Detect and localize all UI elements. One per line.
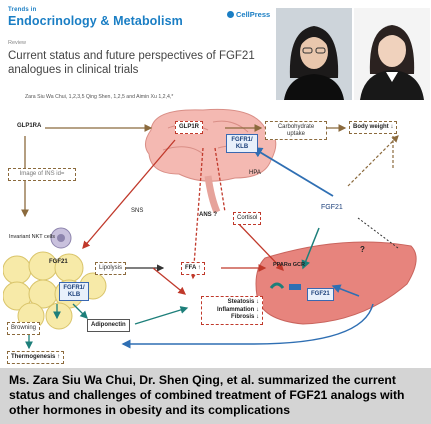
author-photo-2 [354,8,430,100]
journal-name: Endocrinology & Metabolism [8,14,183,28]
fgf21-circulating-label: FGF21 [321,204,343,211]
fgf21-adipose-label: FGF21 [49,259,68,265]
ans-label: ANS ? [199,212,217,218]
fibrosis-label: Fibrosis ↓ [230,314,259,320]
browning-box: Browning [7,322,41,335]
fgf21-liver-box: FGF21 [307,288,334,301]
steatosis-label: Steatosis ↓ [227,299,259,305]
question-mark-label: ? [360,245,365,254]
glp1r-box: GLP1R [175,121,204,134]
author-list: Zara Siu Wa Chui, 1,2,3,5 Qing Shen, 1,2… [25,94,174,100]
article-title: Current status and future perspectives o… [8,50,255,76]
inkt-cells-label: Invariant NKT cells [8,234,56,240]
outcomes-box: Steatosis ↓ Inflammation ↓ Fibrosis ↓ [201,296,263,325]
graphical-abstract: GLP1RA GLP1R Carbohydrate uptake Body we… [3,108,428,366]
ffa-box: FFA ↑ [181,262,205,275]
fgfr1-klb-adipose-box: FGFR1/ KLB [59,282,89,302]
image-placeholder-box: Image of INS id= [8,168,76,181]
lipolysis-box: Lipolysis [95,262,127,275]
journal-prefix: Trends in [8,7,37,13]
fgfr1-klb-brain-box: FGFR1/ KLB [226,134,258,154]
body-weight-box: Body weight ↓ [349,121,398,134]
figure-artwork [3,108,417,350]
author-photo-1 [276,8,352,100]
sns-label: SNS [131,208,144,214]
carbohydrate-uptake-box: Carbohydrate uptake [265,121,327,141]
caption-text: Ms. Zara Siu Wa Chui, Dr. Shen Qing, et … [9,373,405,417]
journal-masthead: Trends in Endocrinology & Metabolism [8,7,183,28]
cellpress-logo-icon [227,11,234,18]
hpa-label: HPA [249,170,261,176]
adiponectin-box: Adiponectin [87,319,130,332]
glp1ra-label: GLP1RA [17,123,42,129]
article-type: Review [8,40,27,46]
inflammation-label: Inflammation ↓ [216,306,259,313]
caption-bar: Ms. Zara Siu Wa Chui, Dr. Shen Qing, et … [0,368,431,424]
ppar-gcr-label: PPARα GCR [273,262,306,268]
publisher-name: CellPress [236,10,271,19]
portrait-1-image [276,8,352,100]
cortisol-box: Cortisol [233,212,262,225]
publisher-logo: CellPress [227,10,270,19]
thermogenesis-box: Thermogenesis ↑ [7,351,65,364]
portrait-2-image [354,8,430,100]
